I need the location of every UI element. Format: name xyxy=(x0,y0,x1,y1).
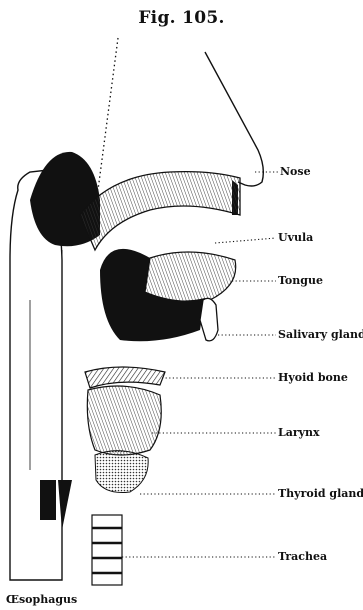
label-trachea: Trachea xyxy=(278,551,327,563)
tongue xyxy=(145,252,236,301)
larynx xyxy=(87,386,161,455)
leader-uvula xyxy=(215,238,276,243)
label-oesophagus: Œsophagus xyxy=(6,594,77,606)
label-hyoid-bone: Hyoid bone xyxy=(278,372,348,384)
hyoid-bone xyxy=(85,367,165,388)
palate xyxy=(80,172,240,250)
trachea xyxy=(92,515,122,585)
midline-dotted xyxy=(98,38,118,190)
label-nose: Nose xyxy=(280,166,311,178)
salivary-gland xyxy=(200,298,218,341)
label-tongue: Tongue xyxy=(278,275,323,287)
face-profile-line xyxy=(205,52,263,186)
label-uvula: Uvula xyxy=(278,232,313,244)
label-larynx: Larynx xyxy=(278,427,320,439)
label-salivary-gland: Salivary gland xyxy=(278,329,363,341)
label-thyroid-gland: Thyroid gland xyxy=(278,488,363,500)
thyroid-gland xyxy=(95,451,148,493)
